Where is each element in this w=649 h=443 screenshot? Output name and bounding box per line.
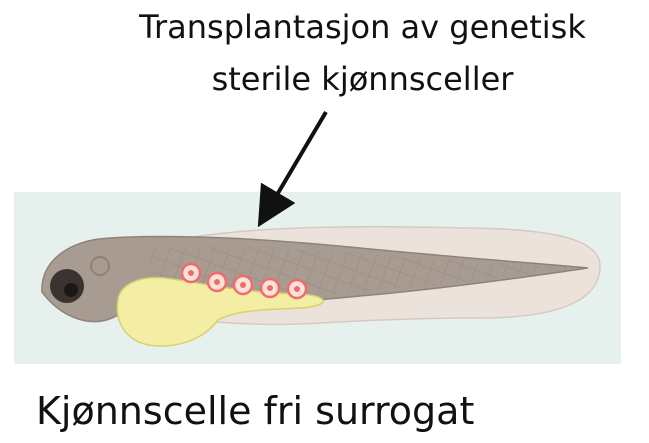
germ-cell [208, 273, 226, 291]
fish-eye-highlight [64, 283, 78, 297]
surrogate-caption: Kjønnscelle fri surrogat [36, 386, 474, 436]
germ-cell [234, 276, 252, 294]
germ-cell [261, 279, 279, 297]
germ-cell [182, 264, 200, 282]
germ-cell [288, 280, 306, 298]
